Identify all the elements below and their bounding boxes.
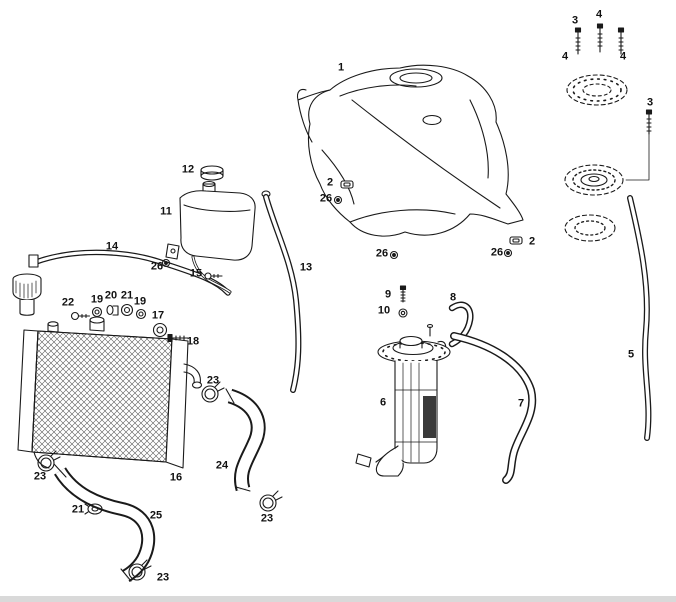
- radiator-right-tank: [165, 338, 189, 469]
- mount-bracket: [165, 243, 180, 260]
- radiator-hose-left: [53, 463, 156, 583]
- expansion-tank-cap: [200, 165, 224, 181]
- washer-icon: [91, 306, 103, 318]
- washer-icon: [398, 308, 408, 318]
- grommet-icon: [389, 250, 399, 260]
- bottom-edge-bar: [0, 596, 676, 602]
- expansion-tank-seam: [183, 204, 251, 212]
- hose-end-cuff: [225, 388, 251, 492]
- fuel-cap-ring-top: [566, 74, 628, 106]
- fuel-cap-gasket-ring: [564, 214, 616, 242]
- tank-left-contour: [321, 149, 355, 205]
- tank-tunnel-line: [351, 99, 501, 209]
- fuel-filler-opening: [389, 68, 443, 88]
- tank-bottom-arch: [349, 209, 456, 223]
- breather-hose: [627, 195, 652, 441]
- bolt-icon: [574, 27, 582, 55]
- grommet-icon: [503, 248, 513, 258]
- hose-clip: [28, 254, 39, 268]
- expansion-tank: [161, 165, 256, 294]
- tank-top-seam: [339, 84, 417, 97]
- spacer-icon: [106, 304, 119, 316]
- fuel-pump-assembly: [355, 323, 451, 477]
- washer-icon: [135, 308, 147, 320]
- hose-clamp-icon: [259, 490, 283, 512]
- fuel-cap-ring-middle: [564, 164, 624, 196]
- pump-filter-panel: [423, 396, 436, 438]
- radiator-cap: [12, 273, 42, 316]
- pump-hardware: [398, 285, 408, 318]
- grommet-icon: [84, 503, 103, 515]
- tank-vent-hole: [422, 114, 442, 126]
- grommet-icon: [333, 195, 343, 205]
- hose-end-cuff: [53, 463, 132, 582]
- grommet-icon: [161, 258, 171, 268]
- grommet-icon: [120, 303, 134, 317]
- screw-icon: [70, 311, 91, 321]
- hose-clamp-icon: [37, 450, 61, 472]
- tank-right-contour: [469, 99, 489, 179]
- pump-fitting-end: [426, 323, 434, 329]
- overflow-hose: [261, 190, 302, 393]
- tank-clamp-icon: [509, 236, 523, 245]
- hose-clamp-icon: [201, 381, 225, 403]
- leader-line: [625, 133, 650, 181]
- bolt-icon: [645, 109, 653, 135]
- fuel-hose: [450, 332, 537, 484]
- bushing-icon: [152, 322, 168, 338]
- hose-clamp-icon: [128, 559, 152, 581]
- radiator-hardware: [70, 303, 189, 343]
- bolt-icon: [617, 27, 625, 55]
- tank-clamp-icon: [340, 180, 354, 189]
- radiator-hose-right: [225, 388, 266, 492]
- pump-strainer: [375, 447, 404, 477]
- fuel-cap-assembly: [564, 23, 653, 242]
- screw-icon: [204, 272, 223, 280]
- radiator-core: [31, 330, 173, 463]
- radiator-outlet-elbow: [183, 363, 203, 389]
- fuel-filler-opening-inner: [399, 72, 433, 84]
- pump-float: [355, 453, 372, 468]
- bolt-icon: [399, 285, 407, 303]
- fuel-tank: [296, 64, 524, 237]
- expansion-tank-neck-top: [202, 180, 216, 188]
- pump-riser: [399, 335, 423, 347]
- bolt-icon: [167, 333, 189, 343]
- tank-front-tip: [296, 88, 307, 101]
- bolt-icon: [596, 23, 604, 53]
- radiator-inlet-stub: [47, 321, 59, 333]
- radiator-filler-neck: [89, 316, 105, 332]
- radiator: [17, 316, 203, 469]
